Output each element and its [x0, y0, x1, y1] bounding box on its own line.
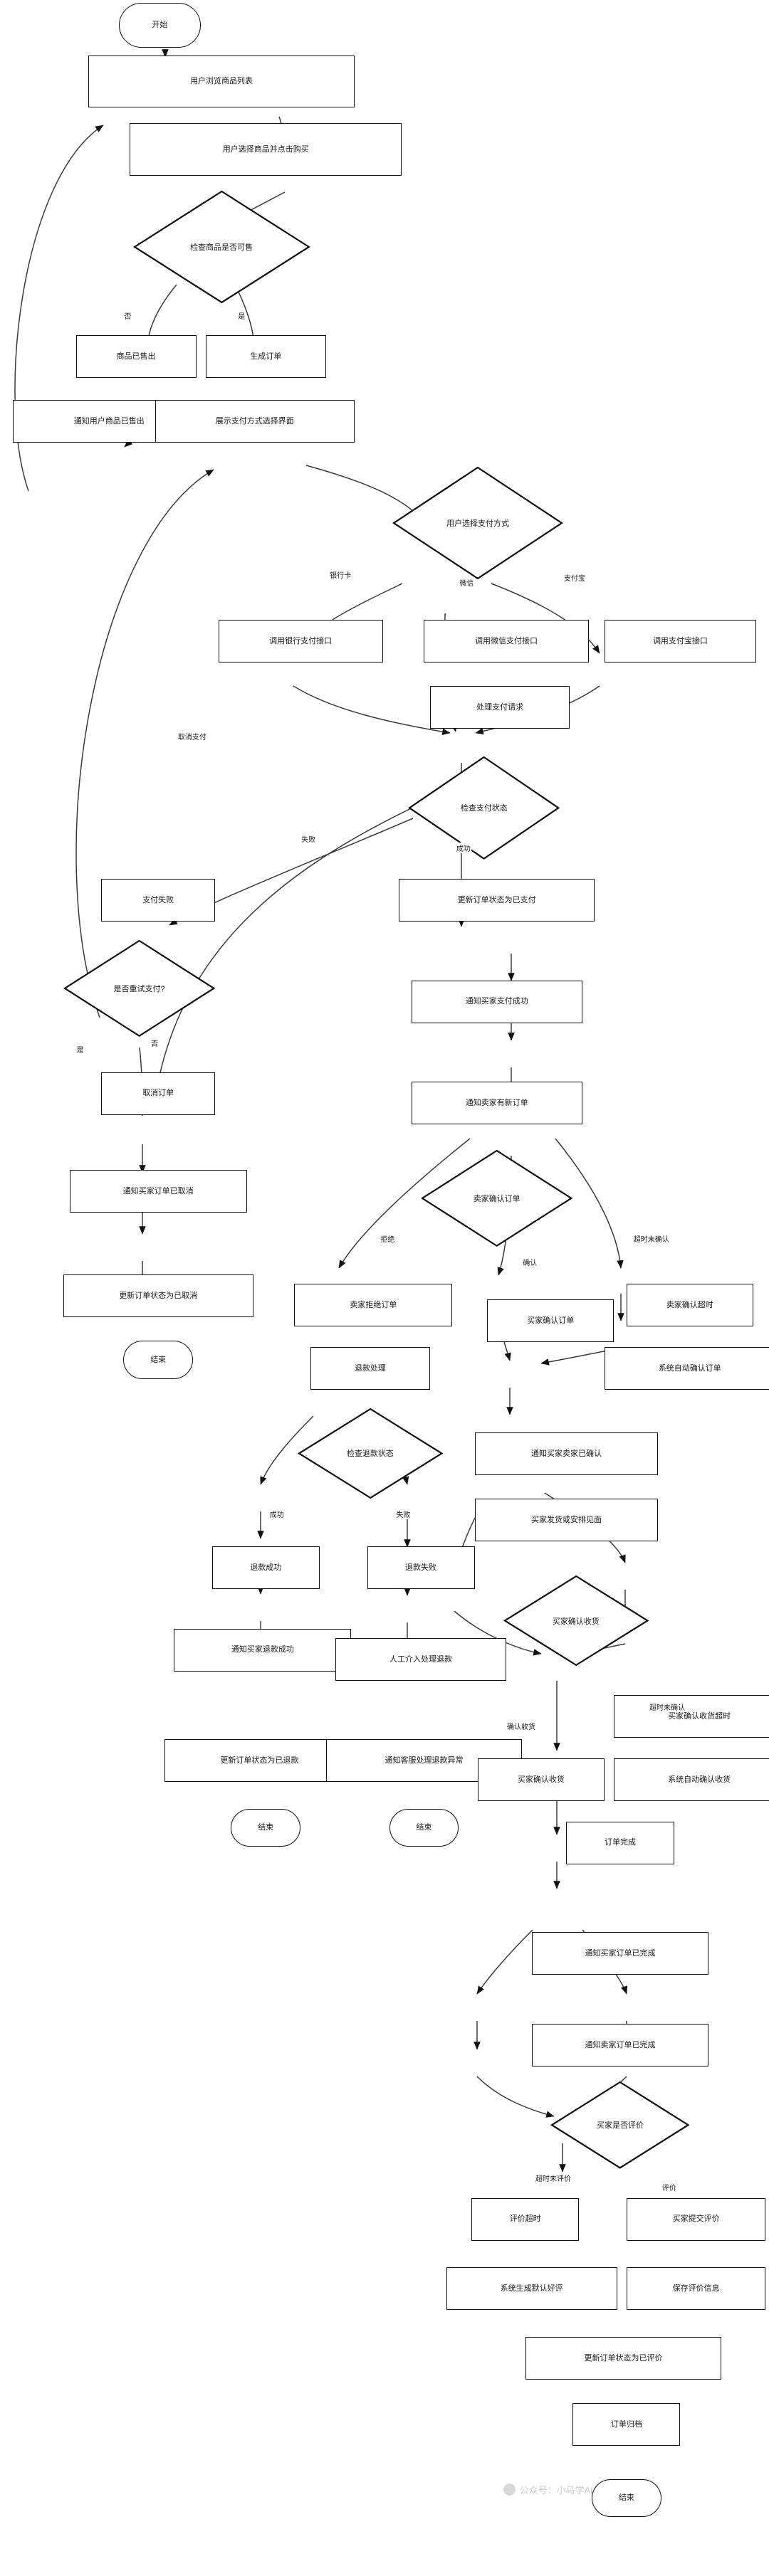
edge-label: 失败	[300, 833, 317, 844]
edge-label: 失败	[395, 1508, 412, 1519]
edge-label: 成功	[455, 843, 471, 854]
process-node: 用户浏览商品列表	[88, 55, 355, 108]
process-node: 买家确认订单	[487, 1299, 614, 1343]
process-node: 保存评价信息	[626, 2267, 766, 2311]
watermark: 公众号：小马学AI	[503, 2483, 593, 2496]
terminator-node: 结束	[592, 2479, 661, 2518]
edge-label: 取消支付	[177, 730, 207, 741]
decision-node: 检查支付状态	[408, 756, 560, 860]
process-node: 通知买家订单已取消	[69, 1170, 247, 1213]
edge-label: 成功	[268, 1508, 285, 1519]
watermark-text: 公众号：小马学AI	[519, 2484, 593, 2496]
decision-node: 卖家确认订单	[421, 1149, 573, 1247]
process-node: 系统自动确认收货	[614, 1758, 769, 1801]
process-node: 买家提交评价	[626, 2197, 766, 2241]
process-node: 卖家拒绝订单	[294, 1284, 453, 1327]
process-node: 调用支付宝接口	[604, 620, 757, 663]
process-node: 订单归档	[572, 2403, 681, 2446]
process-node: 更新订单状态为已支付	[398, 879, 595, 922]
edge-label: 评价	[661, 2182, 677, 2193]
process-node: 系统生成默认好评	[446, 2267, 617, 2311]
process-node: 通知买家卖家已确认	[474, 1432, 659, 1476]
edge-label: 否	[150, 1037, 159, 1048]
process-node: 通知卖家订单已完成	[531, 2024, 709, 2067]
process-node: 处理支付请求	[430, 686, 570, 729]
wechat-logo-icon	[503, 2483, 516, 2496]
process-node: 买家发货或安排见面	[474, 1499, 659, 1542]
process-node: 买家确认收货超时	[614, 1694, 769, 1738]
process-node: 通知买家支付成功	[411, 980, 582, 1023]
process-node: 人工介入处理退款	[335, 1637, 507, 1681]
process-node: 订单完成	[566, 1821, 674, 1864]
process-node: 通知买家退款成功	[174, 1628, 352, 1672]
process-node: 退款失败	[367, 1546, 475, 1590]
terminator-node: 结束	[231, 1808, 301, 1847]
process-node: 通知卖家有新订单	[411, 1081, 582, 1124]
edge-label: 超时未确认	[649, 1701, 686, 1712]
edge-label: 银行卡	[329, 569, 352, 580]
process-node: 买家确认收货	[478, 1758, 605, 1801]
terminator-node: 结束	[123, 1341, 194, 1379]
process-node: 商品已售出	[75, 335, 197, 379]
edge-label: 确认收货	[506, 1720, 537, 1731]
edge-label: 支付宝	[563, 572, 587, 584]
terminator-node: 开始	[118, 3, 202, 48]
process-node: 评价超时	[471, 2197, 580, 2241]
decision-node: 是否重试支付?	[63, 939, 216, 1038]
decision-node: 检查商品是否可售	[132, 190, 310, 304]
process-node: 更新订单状态为已评价	[525, 2337, 722, 2380]
edge-label: 确认	[522, 1257, 538, 1268]
process-node: 更新订单状态为已取消	[63, 1274, 253, 1317]
decision-node: 买家确认收货	[503, 1575, 649, 1667]
process-node: 展示支付方式选择界面	[155, 400, 355, 443]
process-node: 卖家确认超时	[626, 1284, 753, 1327]
edge-label: 拒绝	[380, 1233, 396, 1245]
edge-label: 否	[123, 310, 132, 321]
edge-label: 是	[75, 1043, 85, 1055]
decision-node: 买家是否评价	[550, 2081, 690, 2169]
process-node: 支付失败	[101, 879, 216, 922]
process-node: 退款处理	[310, 1347, 431, 1390]
edge-label: 微信	[459, 577, 475, 588]
process-node: 取消订单	[101, 1072, 216, 1115]
process-node: 通知买家订单已完成	[531, 1932, 709, 1975]
process-node: 退款成功	[211, 1546, 320, 1590]
decision-node: 检查退款状态	[297, 1408, 444, 1499]
decision-node: 用户选择支付方式	[392, 466, 564, 580]
process-node: 生成订单	[205, 335, 326, 379]
process-node: 调用微信支付接口	[424, 620, 589, 663]
edge-label: 是	[237, 310, 246, 321]
process-node: 系统自动确认订单	[604, 1347, 769, 1390]
edge-label: 超时未确认	[632, 1233, 670, 1245]
terminator-node: 结束	[389, 1808, 459, 1847]
process-node: 用户选择商品并点击购买	[130, 123, 402, 176]
edge-label: 超时未评价	[535, 2173, 572, 2184]
process-node: 调用银行支付接口	[218, 620, 383, 663]
